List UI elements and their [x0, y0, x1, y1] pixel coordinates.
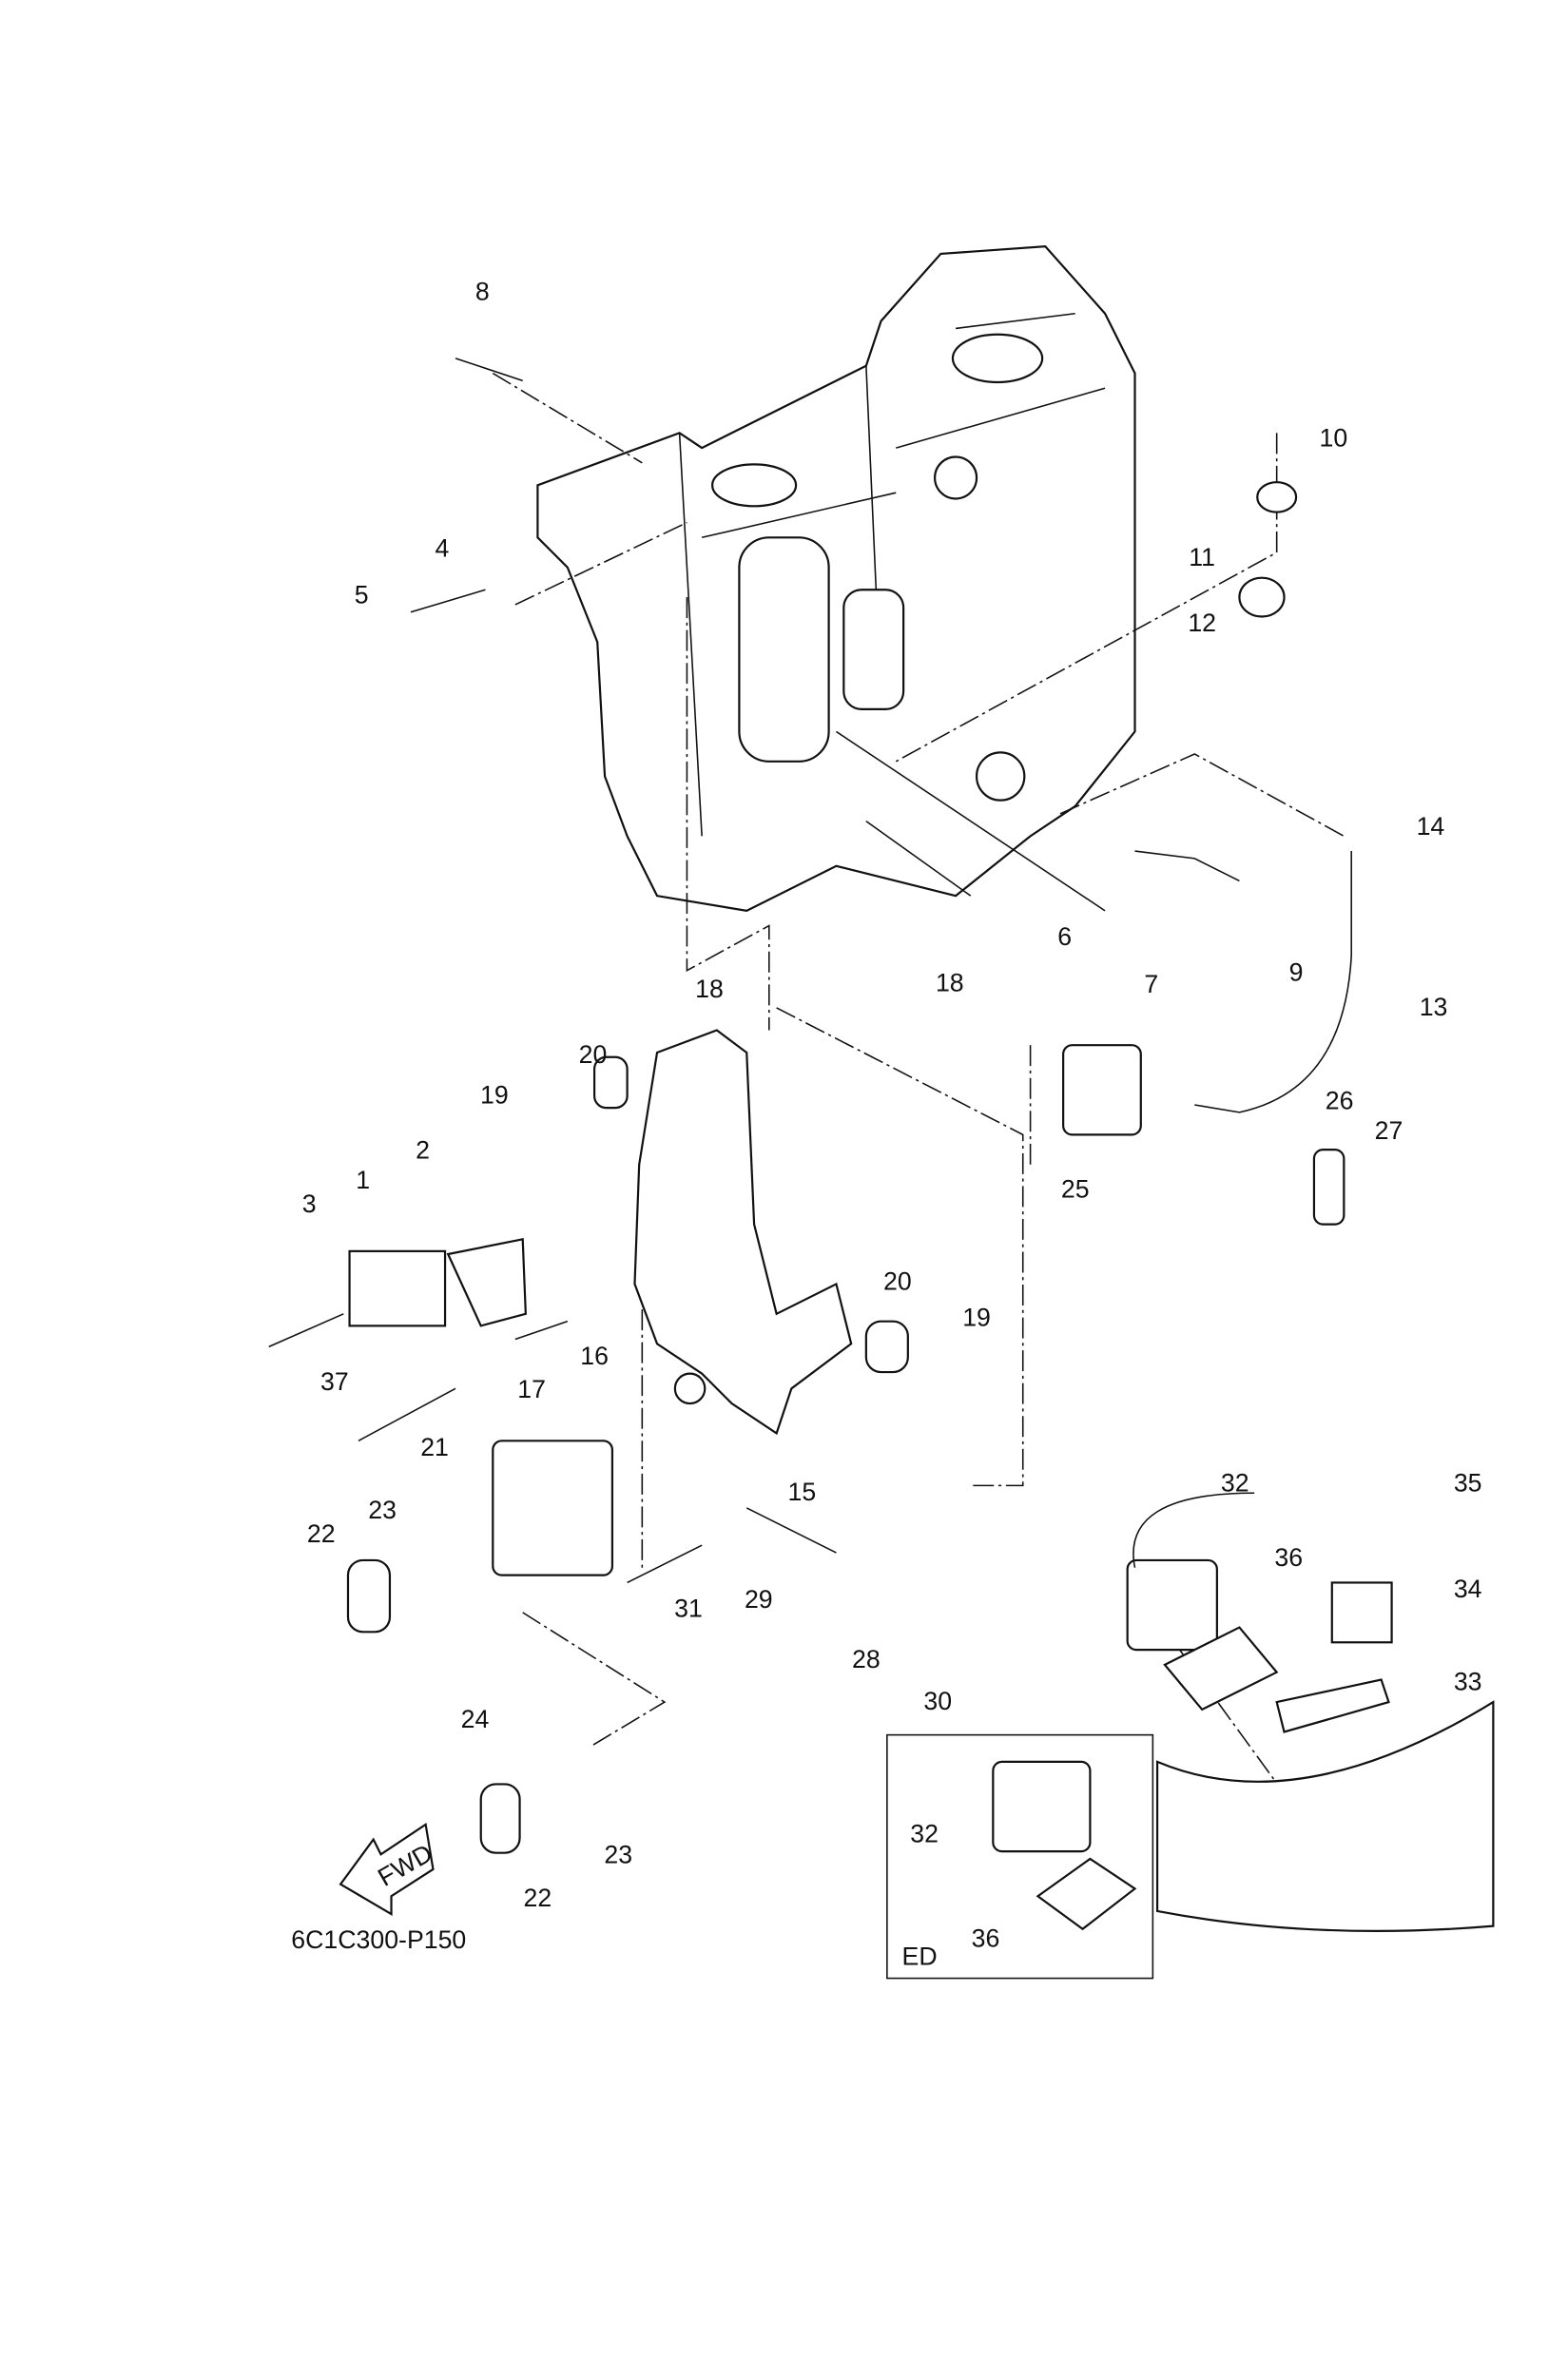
clip-34 — [1330, 1581, 1393, 1644]
callout-16: 16 — [580, 1342, 609, 1370]
callout-33: 33 — [1454, 1668, 1482, 1696]
callout-23: 23 — [368, 1496, 397, 1524]
engine-block — [536, 244, 1136, 912]
callout-17: 17 — [517, 1375, 546, 1403]
callout-13: 13 — [1420, 993, 1448, 1021]
callout-10: 10 — [1320, 424, 1348, 453]
callout-19: 19 — [480, 1080, 509, 1109]
callout-32: 32 — [1221, 1469, 1249, 1498]
bracket — [633, 1029, 853, 1436]
callout-22: 22 — [307, 1519, 336, 1548]
callout-37: 37 — [320, 1367, 349, 1396]
holder-10 — [1256, 481, 1298, 513]
callout-18: 18 — [695, 975, 724, 1003]
inset-label: ED — [902, 1942, 938, 1970]
cowling — [1155, 1700, 1495, 1932]
grommet-12 — [1238, 576, 1286, 618]
grommet-20b — [592, 1055, 629, 1110]
cap-22b — [479, 1783, 521, 1854]
callout-32: 32 — [910, 1820, 939, 1848]
switch-32 — [1126, 1558, 1218, 1652]
callout-4: 4 — [435, 534, 449, 563]
callout-7: 7 — [1144, 970, 1158, 998]
callout-18: 18 — [936, 969, 964, 997]
starter-relay-25 — [1062, 1044, 1142, 1136]
callout-31: 31 — [674, 1595, 703, 1623]
drawing-code: 6C1C300-P150 — [291, 1925, 466, 1954]
callout-12: 12 — [1188, 609, 1216, 637]
callout-2: 2 — [416, 1136, 430, 1165]
callout-24: 24 — [461, 1705, 490, 1733]
grommet-20 — [864, 1320, 909, 1374]
callout-36: 36 — [972, 1924, 1000, 1953]
rectifier-21 — [492, 1440, 614, 1576]
callout-20: 20 — [883, 1267, 912, 1296]
callout-1: 1 — [356, 1166, 370, 1194]
callout-30: 30 — [923, 1687, 952, 1715]
callout-3: 3 — [302, 1189, 317, 1218]
callout-36: 36 — [1274, 1543, 1303, 1572]
cover-2 — [446, 1237, 527, 1327]
callout-20: 20 — [579, 1040, 608, 1069]
callout-25: 25 — [1061, 1174, 1090, 1203]
callout-21: 21 — [420, 1433, 449, 1461]
callout-28: 28 — [852, 1645, 881, 1673]
callout-11: 11 — [1189, 543, 1215, 571]
callout-8: 8 — [475, 278, 490, 306]
callout-23: 23 — [604, 1841, 632, 1869]
gasket-36 — [1163, 1626, 1279, 1711]
forward-arrow: FWD — [339, 1822, 437, 1916]
callout-14: 14 — [1417, 812, 1445, 841]
bracket-33 — [1275, 1678, 1390, 1733]
cap-27 — [1312, 1148, 1345, 1226]
callout-19: 19 — [962, 1303, 991, 1331]
callout-9: 9 — [1289, 958, 1304, 987]
callout-34: 34 — [1454, 1575, 1482, 1603]
callout-5: 5 — [355, 580, 369, 609]
callout-15: 15 — [787, 1478, 816, 1506]
cap-22a — [346, 1558, 392, 1634]
relay-1 — [348, 1249, 447, 1327]
callout-35: 35 — [1454, 1469, 1482, 1498]
parts — [268, 358, 1495, 1932]
callout-26: 26 — [1326, 1087, 1354, 1115]
callout-29: 29 — [745, 1585, 773, 1614]
callout-22: 22 — [524, 1884, 552, 1912]
callout-6: 6 — [1057, 922, 1072, 951]
callout-27: 27 — [1375, 1116, 1403, 1145]
ed-inset: ED — [886, 1733, 1154, 1980]
